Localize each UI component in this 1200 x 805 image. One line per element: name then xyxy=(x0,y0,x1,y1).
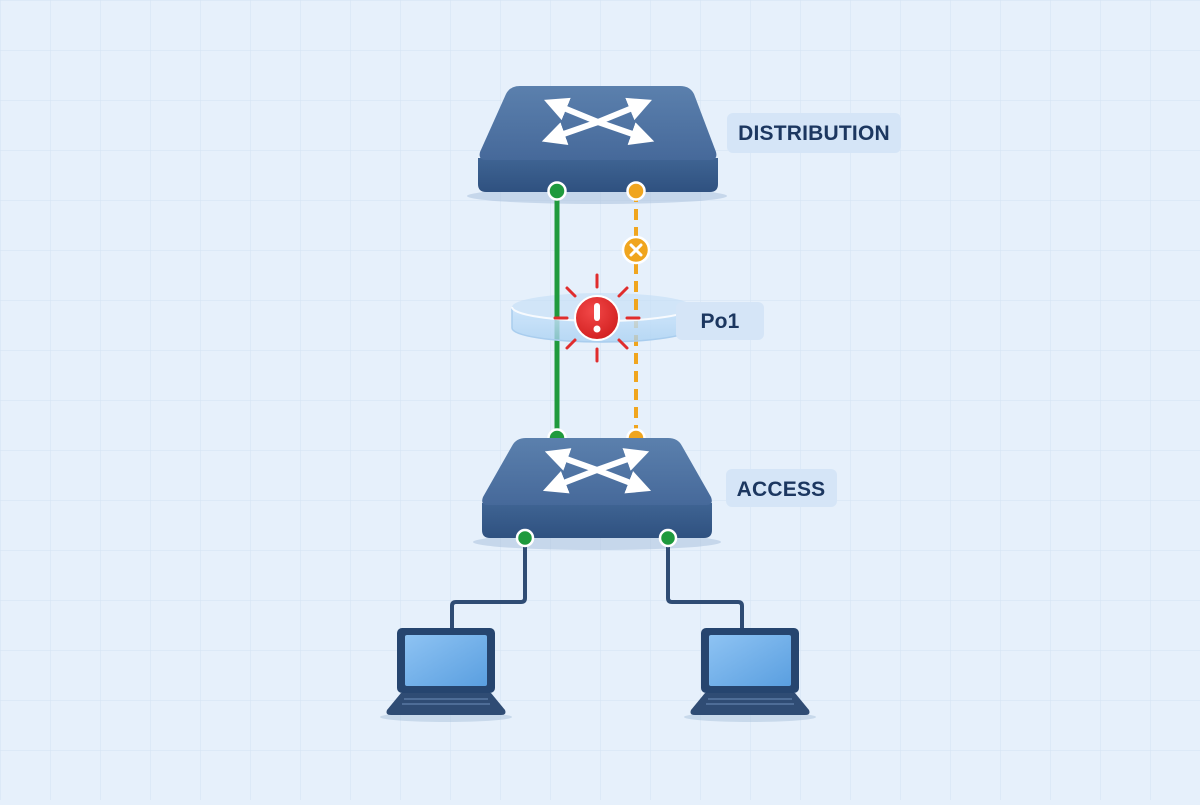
host-cable-left[interactable] xyxy=(450,528,535,629)
switch-arrows-icon xyxy=(542,448,652,494)
access-label: ACCESS xyxy=(726,469,837,507)
distribution-label: DISTRIBUTION xyxy=(727,113,901,153)
distribution-switch[interactable] xyxy=(467,86,727,204)
host-cable-right[interactable] xyxy=(658,528,744,629)
port-channel-label-text: Po1 xyxy=(700,310,739,333)
access-port-right xyxy=(658,528,678,548)
laptop-left[interactable] xyxy=(380,628,512,722)
laptop-screen xyxy=(709,635,791,686)
port-channel-label: Po1 xyxy=(676,302,764,340)
laptop-screen xyxy=(405,635,487,686)
access-switch-front xyxy=(482,503,712,538)
access-label-text: ACCESS xyxy=(737,478,826,501)
laptop-right[interactable] xyxy=(684,628,816,722)
access-switch[interactable] xyxy=(473,438,721,550)
exclamation-alert-icon xyxy=(553,273,641,363)
uplink-2-port-top xyxy=(626,181,646,201)
x-circle-icon xyxy=(621,235,651,265)
distribution-switch-front xyxy=(478,158,718,192)
distribution-label-text: DISTRIBUTION xyxy=(738,122,890,145)
switch-arrows-icon xyxy=(541,97,655,145)
access-port-left xyxy=(515,528,535,548)
uplink-1-port-top xyxy=(547,181,567,201)
